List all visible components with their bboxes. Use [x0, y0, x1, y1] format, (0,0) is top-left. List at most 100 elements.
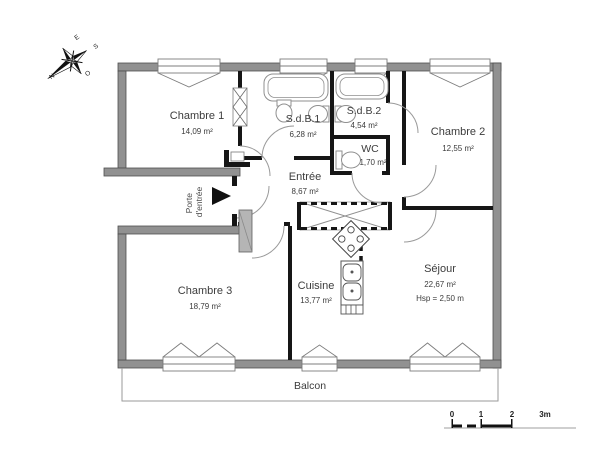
bathtub-sdb1-inner	[267, 77, 325, 98]
scale-label-2: 2	[510, 410, 515, 419]
wall-segment	[242, 156, 262, 160]
bifold-door	[232, 87, 248, 127]
ceiling-height-sejour: Hsp = 2,50 m	[416, 294, 464, 303]
room-label-entree: Entrée	[289, 171, 321, 183]
wall-segment	[334, 135, 390, 139]
scale-bar: 0 1 2 3m	[444, 410, 576, 429]
compass-north-label: N	[48, 72, 56, 81]
wall-segment	[388, 202, 392, 230]
wall-segment	[336, 359, 411, 369]
wall-segment	[117, 225, 241, 235]
scale-tick	[511, 419, 513, 428]
chimney-wall	[224, 162, 250, 167]
compass-east-label: E	[73, 33, 81, 42]
room-label-sdb2: S.d.B.2	[347, 105, 382, 117]
scale-label-0: 0	[450, 410, 455, 419]
window-cuisine	[301, 344, 338, 372]
balcony-outline	[121, 368, 499, 402]
room-area-wc: 1,70 m²	[359, 158, 386, 167]
sdb2-door-arc	[387, 102, 419, 134]
wall-segment	[330, 71, 334, 175]
wall-segment	[402, 206, 493, 210]
room-area-chambre1: 14,09 m²	[181, 127, 213, 136]
room-area-sejour: 22,67 m²	[424, 280, 456, 289]
wall-segment	[334, 171, 352, 175]
wall-segment	[492, 62, 502, 369]
scale-label-1: 1	[479, 410, 484, 419]
scale-base-line	[444, 427, 576, 429]
room-area-entree: 8,67 m²	[291, 187, 318, 196]
wall-segment	[288, 226, 292, 360]
compass-west-label: O	[84, 69, 92, 78]
windows-bottom	[162, 342, 481, 372]
chambre1-door-arc	[239, 145, 271, 177]
chambre3-door-arc	[251, 225, 285, 259]
wall-segment	[402, 197, 406, 210]
compass-star	[47, 47, 87, 79]
fixtures	[238, 73, 389, 315]
scale-tick	[451, 419, 453, 428]
wall-segment	[479, 359, 502, 369]
scale-dash	[467, 424, 476, 428]
window-chambre2	[429, 58, 491, 88]
bathtub-sdb2-inner	[339, 77, 385, 96]
wall-segment	[326, 62, 356, 72]
basin-sdb1	[308, 105, 328, 123]
room-label-chambre2: Chambre 2	[431, 126, 485, 138]
wall-segment	[238, 126, 242, 146]
room-label-chambre1: Chambre 1	[170, 110, 224, 122]
entry-door-label-line1: Porte	[184, 193, 194, 214]
wall-segment	[117, 233, 127, 361]
wc-door-arc	[351, 172, 383, 204]
scale-tick	[480, 419, 482, 428]
french-door-chambre3	[162, 342, 236, 372]
french-door-sejour	[409, 342, 481, 372]
room-area-cuisine: 13,77 m²	[300, 296, 332, 305]
kitchen-sink	[340, 260, 364, 315]
toilet-sdb1-bowl	[275, 103, 293, 123]
room-label-sejour: Séjour	[424, 263, 456, 275]
room-label-balcon: Balcon	[294, 380, 326, 392]
sdb1-door-arc	[261, 125, 295, 159]
wall-segment	[284, 222, 290, 226]
wall-segment	[117, 70, 127, 169]
stove	[331, 219, 371, 259]
wall-segment	[402, 71, 406, 165]
basin-sdb2	[336, 105, 356, 123]
entry-door-label: Porte d'entrée	[184, 187, 204, 218]
wall-segment	[103, 167, 241, 177]
scale-dash	[453, 424, 462, 428]
closet-cross	[299, 201, 391, 231]
room-area-chambre2: 12,55 m²	[442, 144, 474, 153]
compass-south-label: S	[92, 42, 100, 51]
room-label-sdb1: S.d.B.1	[286, 113, 321, 125]
bathtub-sdb2	[335, 73, 389, 100]
entry-wardrobe-line	[238, 209, 253, 253]
entry-wall-segment	[232, 176, 237, 186]
wall-segment	[238, 71, 242, 88]
chimney-wall	[224, 150, 229, 167]
compass-rose: N S E O	[47, 33, 100, 81]
scale-solid	[481, 424, 512, 428]
room-label-cuisine: Cuisine	[298, 280, 335, 292]
wall-segment	[386, 135, 390, 175]
room-area-sdb1: 6,28 m²	[289, 130, 316, 139]
room-area-sdb2: 4,54 m²	[350, 121, 377, 130]
bathtub-sdb1	[263, 73, 329, 102]
wall-segment	[234, 359, 303, 369]
chambre2-door-arc	[403, 164, 437, 198]
entry-arrow	[212, 187, 231, 205]
entry-wall-segment	[232, 214, 237, 226]
room-label-wc: WC	[361, 143, 379, 155]
room-area-chambre3: 18,79 m²	[189, 302, 221, 311]
wall-segment	[294, 156, 330, 160]
toilet-wc-bowl	[341, 151, 361, 169]
room-label-chambre3: Chambre 3	[178, 285, 232, 297]
wall-segment	[297, 202, 301, 230]
wall-segment	[386, 62, 431, 72]
window-chambre1	[157, 58, 221, 88]
wall-segment	[117, 62, 159, 72]
scale-label-3m: 3m	[539, 410, 551, 419]
